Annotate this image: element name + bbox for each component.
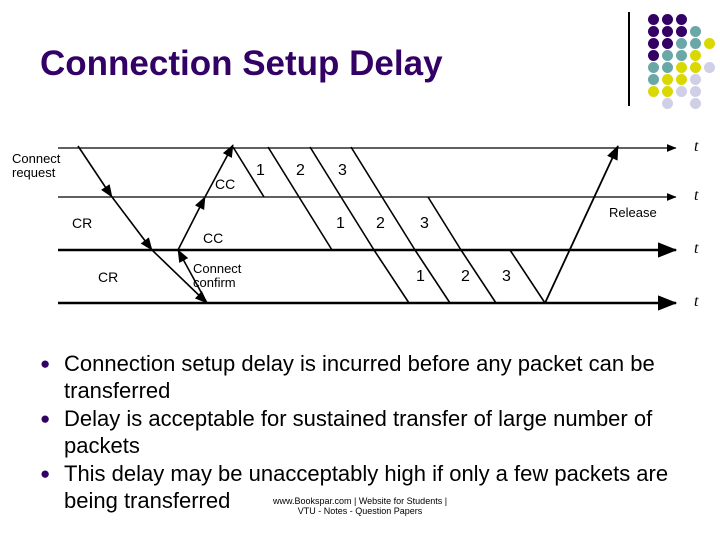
packet-band1-edge-2 [309,146,342,198]
logo-dot-22 [662,74,673,85]
logo-dot-18 [676,62,687,73]
logo-dot-10 [690,38,701,49]
logo-dot-9 [676,38,687,49]
axis-label-t-2: t [694,240,699,257]
logo-dot-27 [676,86,687,97]
logo-dot-6 [690,26,701,37]
logo-dot-0 [648,14,659,25]
cr-arrow-2 [151,249,208,304]
packet-band2-edge-2 [381,196,416,251]
timeline-axes [58,144,678,311]
logo-dot-11 [704,38,715,49]
list-item: ● Connection setup delay is incurred bef… [36,350,696,404]
logo-dot-29 [662,98,673,109]
label-cc-2: CC [203,230,224,246]
release-arrow-line [544,145,619,304]
logo-dot-3 [648,26,659,37]
cc-arrow-1 [177,196,206,251]
packet-band1-edge-1 [267,146,300,198]
packet-band2-edge-3 [427,196,462,251]
logo-dot-23 [676,74,687,85]
cc-arrow-0 [204,144,234,198]
packet-band-2 [298,196,462,251]
packet-band1-edge-3 [350,146,383,198]
axis-label-t-1: t [694,187,699,204]
logo-dot-1 [662,14,673,25]
packet-number-b2-2: 3 [420,215,429,232]
logo-dot-16 [648,62,659,73]
axis-label-t-3: t [694,293,699,310]
cr-arrow-1 [111,196,153,251]
logo-dot-20 [704,62,715,73]
footer: www.Bookspar.com | Website for Students … [0,496,720,516]
logo-dot-17 [662,62,673,73]
packet-band2-edge-0 [298,196,333,251]
bullet-text: This delay may be unacceptably high if o… [64,461,669,513]
dot-grid-logo [628,8,715,109]
logo-dot-2 [676,14,687,25]
page-title: Connection Setup Delay [40,44,443,83]
logo-dot-5 [676,26,687,37]
label-cc-1: CC [215,176,236,192]
bullet-text: Delay is acceptable for sustained transf… [64,406,653,458]
connect-confirm-arrow [177,249,208,304]
logo-dot-15 [690,50,701,61]
packet-band3-edge-2 [460,249,497,304]
logo-dot-8 [662,38,673,49]
logo-dot-24 [690,74,701,85]
logo-dot-21 [648,74,659,85]
logo-dot-4 [662,26,673,37]
logo-divider-rule [628,12,630,106]
axis-label-t-0: t [694,138,699,155]
label-cr-2: CR [98,269,119,285]
packet-number-b1-2: 3 [338,162,347,179]
packet-number-b1-1: 2 [296,162,305,179]
logo-dot-30 [690,98,701,109]
footer-line-1: www.Bookspar.com | Website for Students … [272,496,448,506]
logo-dot-25 [648,86,659,97]
packet-number-b3-2: 3 [502,268,511,285]
logo-dot-7 [648,38,659,49]
packet-number-b2-1: 2 [376,215,385,232]
cc-message-arrows [177,144,234,304]
packet-band-3 [373,249,546,304]
bullet-marker-icon: ● [40,354,51,373]
footer-line-2: VTU - Notes - Question Papers [297,506,423,516]
packet-number-b3-1: 2 [461,268,470,285]
packet-number-b3-0: 1 [416,268,425,285]
packet-band1-edge-0 [232,146,265,198]
logo-dot-19 [690,62,701,73]
bullet-list: ● Connection setup delay is incurred bef… [36,350,696,515]
logo-dot-12 [648,50,659,61]
cr-arrow-0 [77,145,113,198]
logo-dot-28 [690,86,701,97]
cr-message-arrows [77,145,208,304]
logo-dot-13 [662,50,673,61]
label-release: Release [609,205,657,220]
release-arrow [544,145,619,304]
bullet-marker-icon: ● [40,409,51,428]
packet-band-1 [232,146,383,198]
packet-band3-edge-3 [509,249,546,304]
packet-band3-edge-1 [414,249,451,304]
packet-band2-edge-1 [340,196,375,251]
bullet-text: Connection setup delay is incurred befor… [64,351,655,403]
packet-number-b2-0: 1 [336,215,345,232]
list-item: ● This delay may be unacceptably high if… [36,460,696,514]
timing-diagram-svg [58,144,678,311]
packet-number-b1-0: 1 [256,162,265,179]
logo-dot-26 [662,86,673,97]
label-cr-1: CR [72,215,93,231]
logo-dot-14 [676,50,687,61]
packet-band3-edge-0 [373,249,410,304]
bullet-marker-icon: ● [40,464,51,483]
list-item: ● Delay is acceptable for sustained tran… [36,405,696,459]
